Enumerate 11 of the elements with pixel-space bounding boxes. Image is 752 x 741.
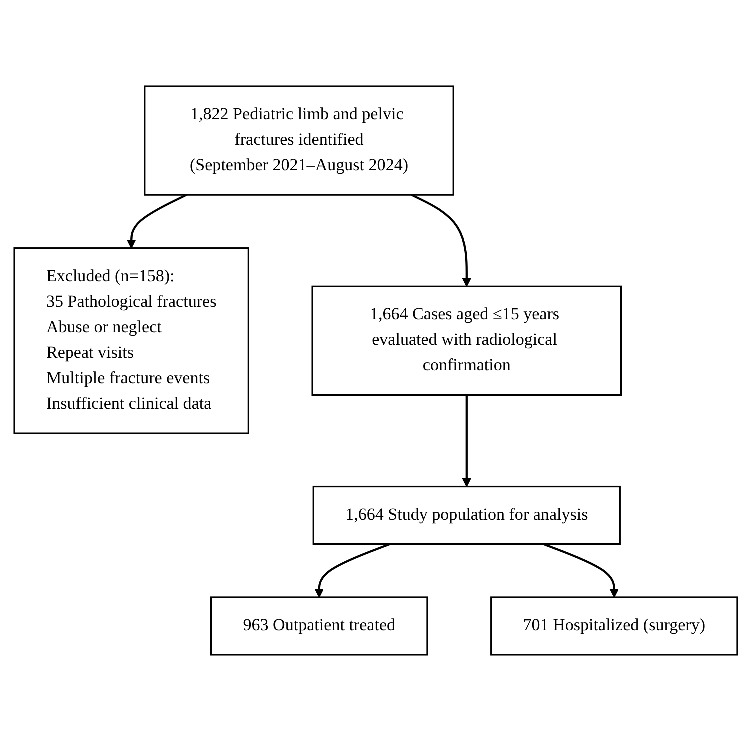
arrow	[314, 543, 391, 598]
process-box: 963 Outpatient treated	[210, 596, 428, 656]
process-box: 1,822 Pediatric limb and pelvic fractures identified (September 2021–August 2024)	[144, 85, 454, 196]
arrow	[411, 194, 472, 287]
process-box: 1,664 Study population for analysis	[312, 486, 621, 545]
process-box: Excluded (n=158): 35 Pathological fractures Abuse or neglect Repeat visits Multiple fracture events Insufficient clinical data	[14, 247, 250, 434]
arrow	[462, 394, 472, 487]
arrow	[126, 194, 188, 248]
arrow	[543, 543, 620, 598]
process-box: 1,664 Cases aged ≤15 years evaluated with radiological confirmation	[312, 286, 622, 396]
process-box: 701 Hospitalized (surgery)	[490, 596, 738, 656]
